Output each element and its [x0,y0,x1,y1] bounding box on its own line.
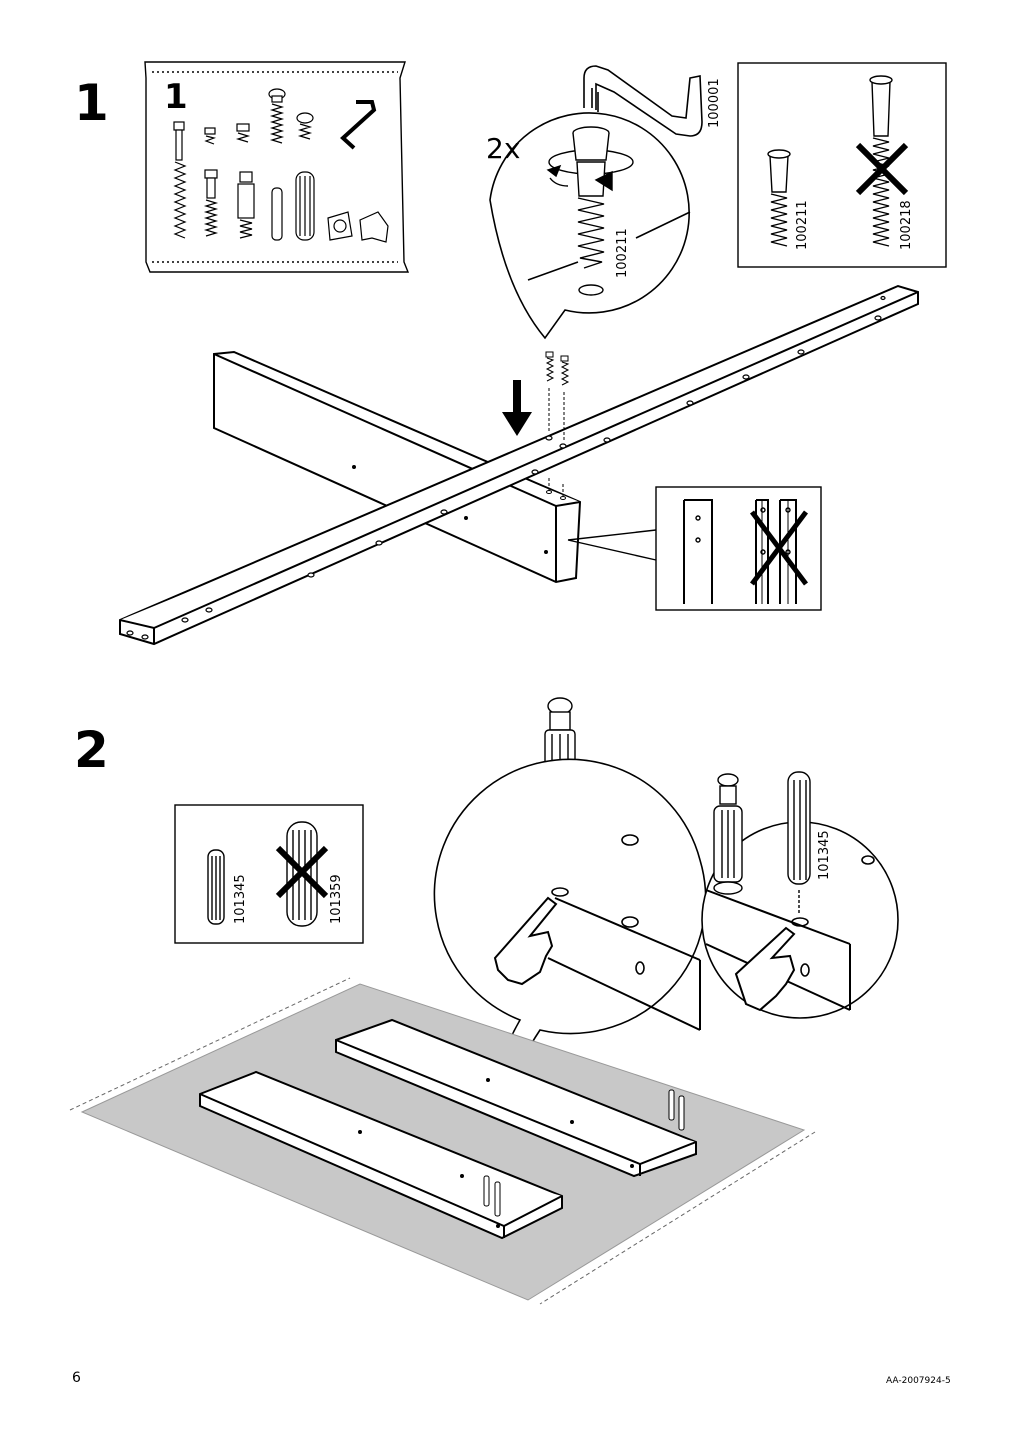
floor-rug [69,977,816,1305]
quantity-label-step1: 2x [486,132,520,165]
rail-holes [126,295,886,640]
svg-text:100211: 100211 [795,200,810,250]
bag-contents [173,88,389,243]
detail-circle-screw [489,112,691,340]
board-front [199,1070,563,1240]
svg-text:101345: 101345 [233,874,248,924]
step-1-number: 1 [74,74,109,132]
bag-label: 1 [164,77,188,117]
long-rail [119,284,919,646]
board-back [335,1018,697,1178]
hardware-bag [144,61,410,273]
hand-pointer-icon [493,896,796,1012]
cross-out-icon [855,142,909,196]
svg-text:101345: 101345 [817,830,832,880]
svg-text:101359: 101359 [329,874,344,924]
svg-text:100001: 100001 [707,78,722,128]
step-2-illustration: 101345 101359 118331 2x 10134 [69,697,899,1305]
dowel-comparison-box [174,804,364,944]
dowel-icon [713,771,811,914]
cross-out-icon [275,845,329,899]
screw-icon [546,126,634,296]
cross-out-icon [750,510,808,586]
svg-text:100218: 100218 [899,200,914,250]
page-number: 6 [72,1370,81,1386]
step-1-illustration: 1 [119,61,947,646]
screws-pair [352,351,570,554]
step-2-number: 2 [74,721,109,779]
allen-key-icon [583,65,703,137]
board-pins [358,1078,685,1228]
down-arrow-icon [502,380,532,436]
orientation-detail-box [567,486,822,611]
screw-comparison-box [737,62,947,268]
document-code: AA-2007924-5 [886,1376,951,1386]
svg-text:100211: 100211 [615,228,630,278]
